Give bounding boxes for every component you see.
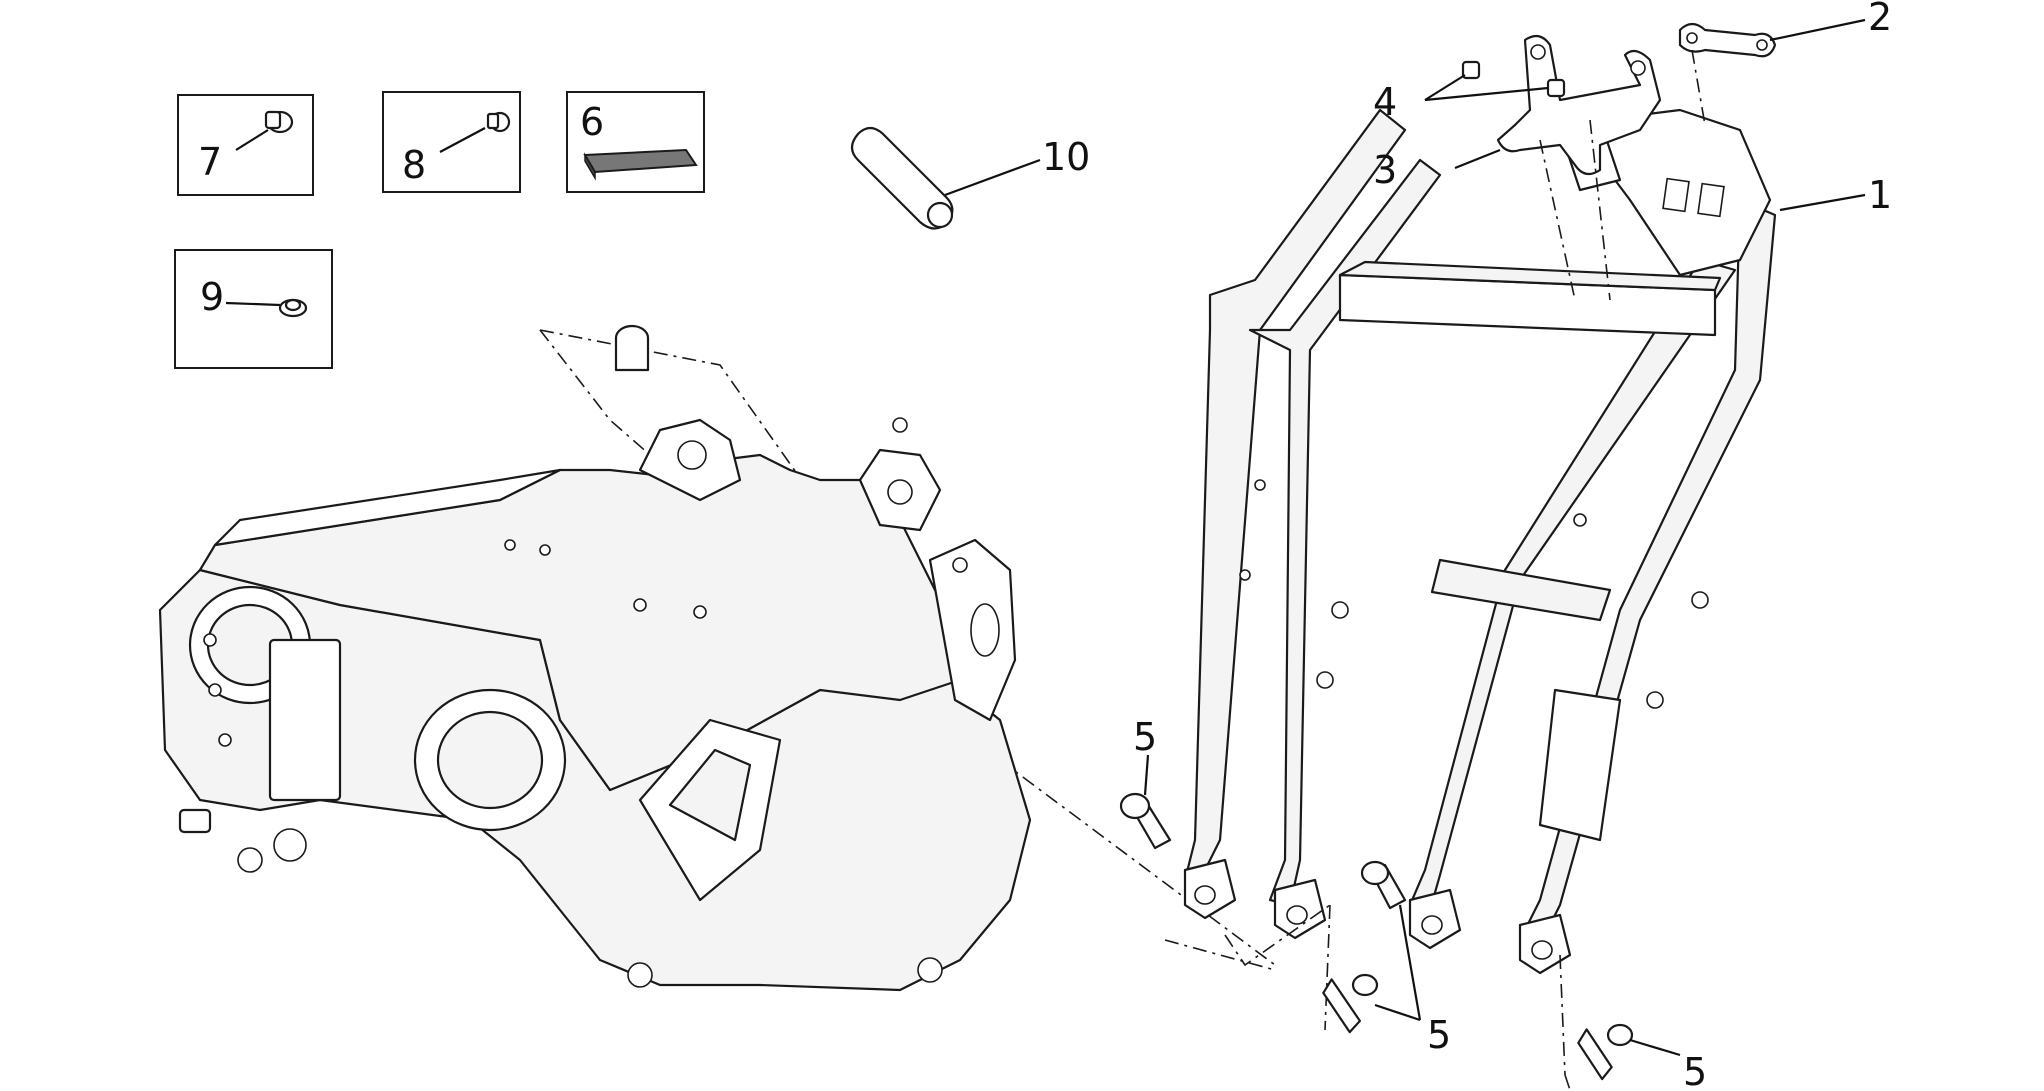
mount-foot: [1518, 913, 1572, 975]
spacer-tube-part: 10: [850, 126, 1090, 230]
callout-10: 10: [1042, 135, 1090, 179]
bolt-part: 5: [1119, 715, 1172, 850]
callout-3: 3: [1373, 148, 1397, 192]
callout-6: 6: [580, 100, 604, 144]
leader-1: [1779, 193, 1866, 212]
callout-4: 4: [1373, 80, 1397, 124]
part-box-8: 8: [382, 91, 521, 193]
rear-subframe-part: [1183, 108, 1777, 1091]
part-box-7: 7: [177, 94, 314, 196]
leader-5-middle: [1374, 1003, 1421, 1022]
bolt-part: [1360, 860, 1407, 910]
callout-7: 7: [198, 140, 222, 184]
callout-5-middle: 5: [1427, 1013, 1451, 1057]
leader-5-middle: [1398, 904, 1422, 1021]
bolt-part: [1322, 973, 1379, 1034]
part-box-9: 9: [174, 249, 333, 369]
mount-foot: [1273, 878, 1327, 940]
main-frame-assembly: [158, 324, 1276, 992]
part-box-6: 6: [566, 91, 705, 193]
leader-5-lower: [1629, 1038, 1681, 1057]
callout-8: 8: [402, 143, 426, 187]
nut-pair-part: 4: [1373, 60, 1566, 124]
screw-icon: [264, 110, 294, 134]
callout-5-lower: 5: [1683, 1050, 1707, 1091]
callout-2: 2: [1868, 0, 1892, 39]
pad-icon: [583, 148, 698, 181]
mounting-bracket-part: 3: [1373, 34, 1662, 301]
bolt-part: [1577, 1023, 1634, 1081]
bolt-icon: [486, 111, 511, 133]
callout-5-upper: 5: [1133, 715, 1157, 759]
mount-foot: [1408, 888, 1462, 950]
callout-1: 1: [1868, 173, 1892, 217]
mount-foot: [1183, 858, 1237, 920]
clip-icon: [278, 298, 308, 318]
callout-9: 9: [200, 275, 224, 319]
clamp-plate-part: 2: [1678, 0, 1892, 126]
